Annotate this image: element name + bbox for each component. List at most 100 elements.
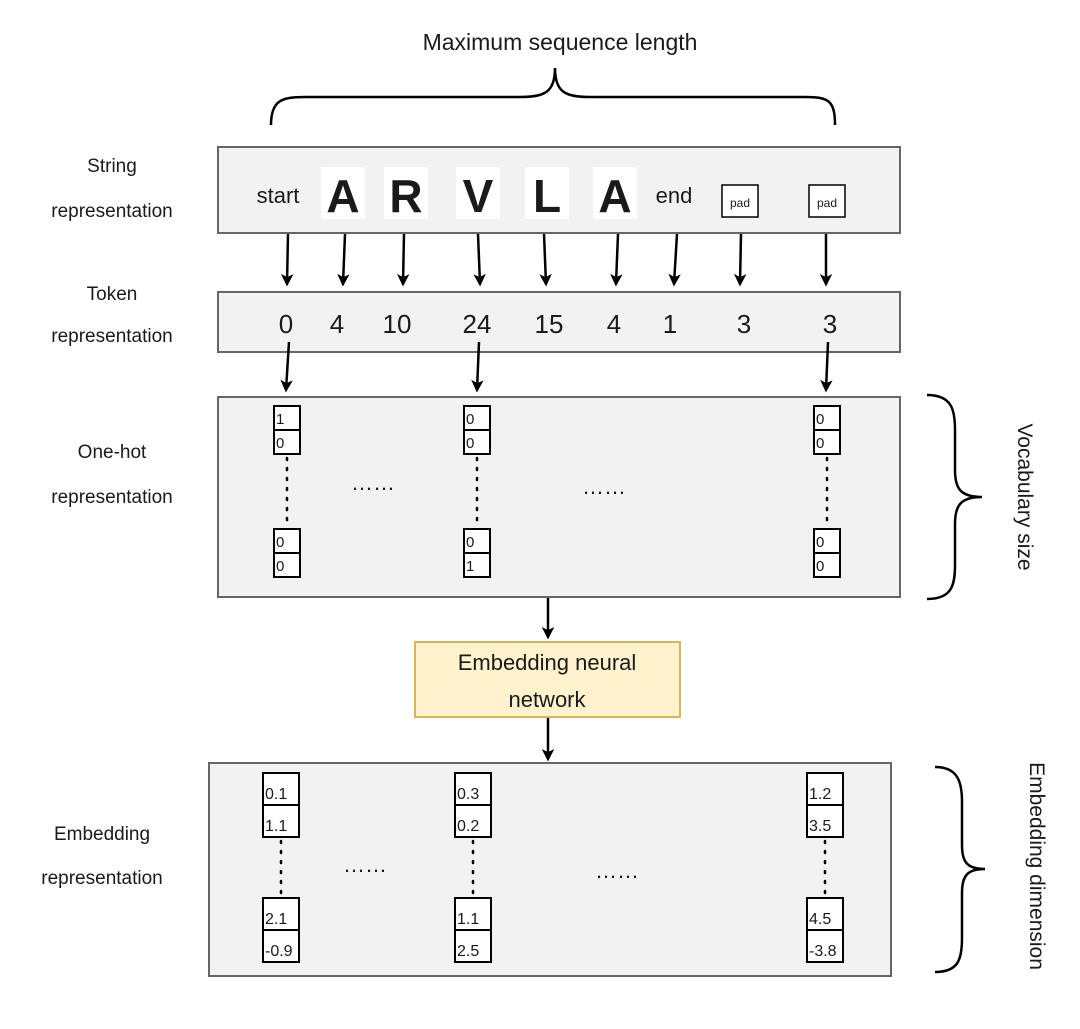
vector-cell: 0 [276, 534, 284, 551]
string-token-l: L [525, 167, 569, 222]
vector-cell: -3.8 [809, 943, 837, 960]
token-box [217, 291, 901, 353]
vector-cell: 0 [816, 435, 824, 452]
svg-text:representation: representation [41, 868, 162, 889]
string-token-v: V [456, 167, 500, 222]
vector-cell: 1.1 [457, 911, 479, 928]
token-id: 10 [383, 309, 412, 339]
embedding-vector: 1.2 3.5 4.5 -3.8 [806, 772, 844, 963]
svg-text:One-hot: One-hot [78, 442, 147, 463]
svg-text:representation: representation [51, 487, 172, 508]
arrows-string-to-token [280, 233, 833, 287]
vector-cell: 0 [816, 558, 824, 575]
string-token-a: A [321, 167, 365, 222]
token-id: 4 [607, 309, 621, 339]
arrows-token-to-onehot [280, 341, 833, 393]
vocab-size-label: Vocabulary size [1013, 423, 1036, 570]
token-id: 4 [330, 309, 344, 339]
arrow-icon [280, 341, 293, 393]
svg-text:representation: representation [51, 326, 172, 347]
vector-cell: 4.5 [809, 911, 831, 928]
string-token-end: end [656, 183, 693, 208]
vector-cell: 0 [816, 411, 824, 428]
arrow-icon [539, 233, 552, 287]
embedding-ellipsis-1: …… [343, 852, 387, 877]
svg-text:Embedding: Embedding [54, 824, 150, 845]
token-id: 0 [279, 309, 293, 339]
token-id: 15 [535, 309, 564, 339]
svg-text:Token: Token [87, 284, 138, 305]
row-label-onehot: One-hot representation [51, 442, 172, 508]
embedding-box [208, 762, 892, 977]
vector-cell: 3.5 [809, 818, 831, 835]
max-seq-length-label: Maximum sequence length [423, 29, 698, 55]
string-token-r: R [384, 167, 428, 222]
vector-cell: 1 [276, 411, 284, 428]
vector-cell: 0 [466, 411, 474, 428]
vector-cell: 0 [816, 534, 824, 551]
token-id: 1 [663, 309, 677, 339]
vector-cell: 1.1 [265, 818, 287, 835]
vector-cell: 1 [466, 558, 474, 575]
svg-text:A: A [326, 170, 359, 222]
vector-cell: 0 [466, 534, 474, 551]
onehot-vectors: 1 0 0 0 0 0 0 1 0 0 0 0 [273, 405, 841, 578]
vector-cell: 0 [276, 435, 284, 452]
vector-cell: 0.3 [457, 786, 479, 803]
embedding-vector: 0.3 0.2 1.1 2.5 [454, 772, 492, 963]
row-label-embedding: Embedding representation [41, 824, 162, 889]
svg-text:pad: pad [730, 196, 750, 210]
vector-cell: 2.5 [457, 943, 479, 960]
vector-cell: 0.2 [457, 818, 479, 835]
embedding-network-line1: Embedding neural [458, 650, 637, 675]
svg-text:pad: pad [817, 196, 837, 210]
embedding-network-line2: network [508, 687, 586, 712]
string-token-start: start [257, 183, 300, 208]
vector-cell: 1.2 [809, 786, 831, 803]
arrow-icon [396, 233, 410, 287]
onehot-vector: 0 0 0 0 [813, 405, 841, 578]
vector-cell: -0.9 [265, 943, 293, 960]
arrow-icon [471, 341, 484, 393]
vector-cell: 0 [466, 435, 474, 452]
string-token-pad: pad [808, 184, 846, 218]
vector-cell: 0 [276, 558, 284, 575]
embedding-dim-label: Embedding dimension [1025, 762, 1048, 970]
arrow-icon [280, 233, 294, 287]
arrow-icon [668, 233, 681, 287]
arrow-icon [820, 341, 833, 393]
embedding-vectors: 0.1 1.1 2.1 -0.9 0.3 0.2 1.1 2.5 1.2 3.5 4.5 -3.8 [262, 772, 844, 963]
row-label-string: String representation [51, 156, 172, 222]
vocab-size-brace [926, 393, 983, 601]
vector-cell: 0.1 [265, 786, 287, 803]
token-id: 3 [737, 309, 751, 339]
svg-text:String: String [87, 156, 137, 177]
embedding-ellipsis-2: …… [595, 858, 639, 883]
token-id: 24 [463, 309, 492, 339]
onehot-vector: 1 0 0 0 [273, 405, 301, 578]
row-label-token: Token representation [51, 284, 172, 347]
string-token-a: A [593, 167, 637, 222]
svg-text:L: L [533, 170, 561, 222]
svg-text:A: A [598, 170, 631, 222]
max-seq-length-brace [269, 67, 837, 126]
arrow-icon [733, 233, 747, 287]
string-token-pad: pad [721, 184, 759, 218]
arrow-icon [337, 233, 350, 287]
embedding-vector: 0.1 1.1 2.1 -0.9 [262, 772, 300, 963]
vector-cell: 2.1 [265, 911, 287, 928]
embedding-network-box [414, 641, 681, 718]
onehot-ellipsis-1: …… [351, 470, 395, 495]
onehot-ellipsis-2: …… [582, 474, 626, 499]
embedding-dim-brace [934, 765, 986, 974]
token-ids: 0 4 10 24 15 4 1 3 3 [279, 309, 837, 339]
arrow-icon [610, 233, 623, 287]
svg-text:R: R [389, 170, 422, 222]
svg-text:representation: representation [51, 201, 172, 222]
onehot-vector: 0 0 0 1 [463, 405, 491, 578]
token-id: 3 [823, 309, 837, 339]
svg-text:V: V [463, 170, 494, 222]
onehot-box [217, 396, 901, 598]
